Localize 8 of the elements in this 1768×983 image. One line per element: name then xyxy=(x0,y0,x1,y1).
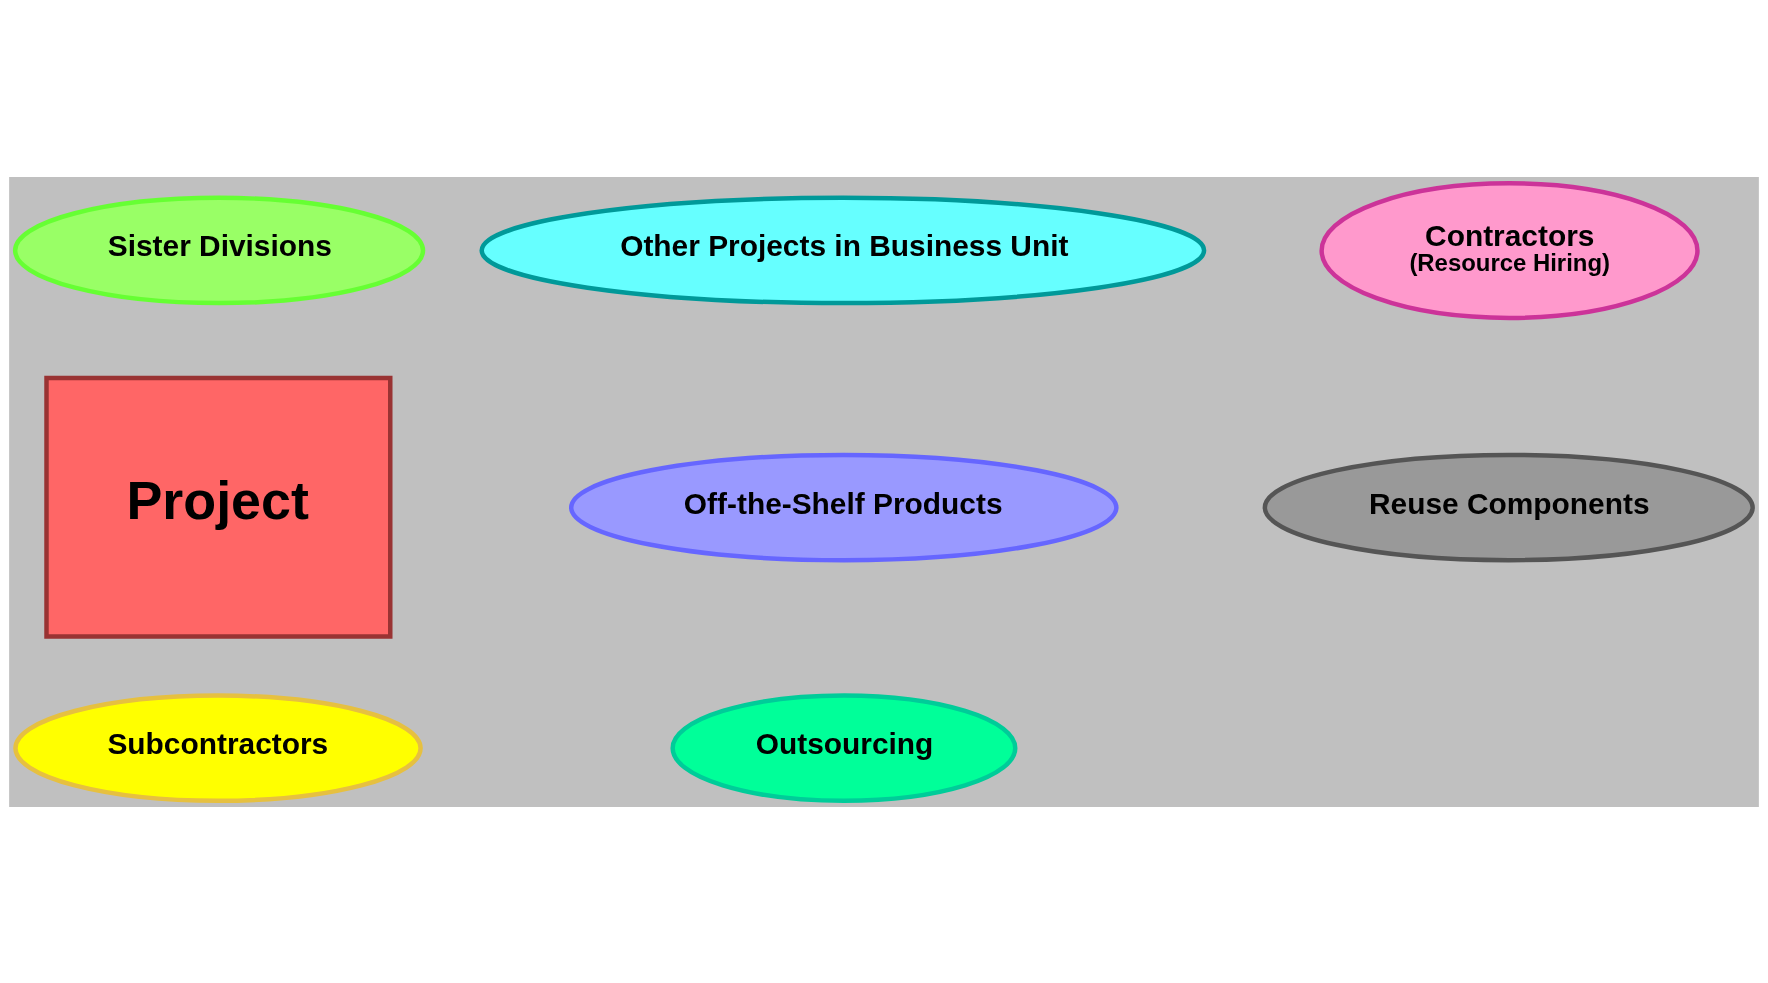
node-ellipse: Outsourcing xyxy=(670,692,1018,803)
node-ellipse: Subcontractors xyxy=(13,692,423,803)
node-ellipse: Reuse Components xyxy=(1262,452,1755,562)
node-box: Project xyxy=(44,375,393,639)
node-ellipse: Sister Divisions xyxy=(12,195,426,305)
node-ellipse: Contractors (Resource Hiring) xyxy=(1319,180,1700,320)
node-ellipse: Off-the-Shelf Products xyxy=(568,452,1119,562)
node-ellipse: Other Projects in Business Unit xyxy=(479,195,1207,305)
